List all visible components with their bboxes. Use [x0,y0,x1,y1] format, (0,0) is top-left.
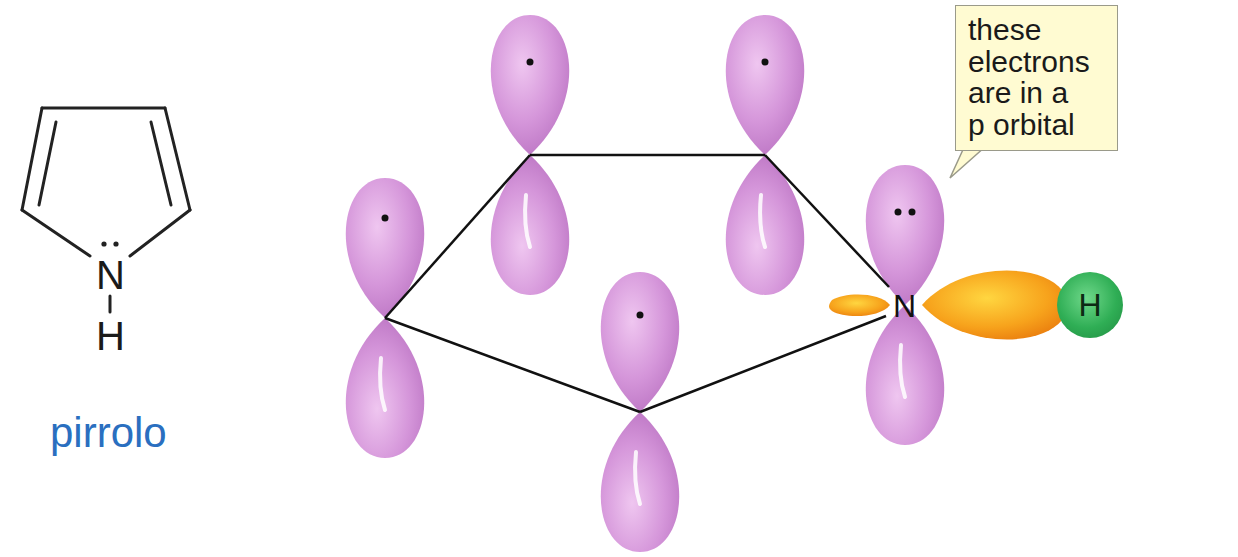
molecule-name: pirrolo [50,412,167,454]
atom-label: H [1078,289,1101,321]
lone-pair-dot [113,241,118,246]
hydrogen-atom: H [1057,272,1123,338]
atom-label: H [96,316,125,356]
p-orbitals [346,15,944,552]
callout-box: these electrons are in a p orbital [955,5,1118,151]
electron-dots [382,59,916,319]
atom-label: N [893,290,916,322]
ring-bonds [385,155,889,412]
atom-label: N [96,255,125,295]
sp2-orbital [829,271,1067,340]
pyrrole-structure [22,108,190,312]
lone-pair-dot [101,241,106,246]
callout-text: these electrons are in a p orbital [968,14,1091,140]
